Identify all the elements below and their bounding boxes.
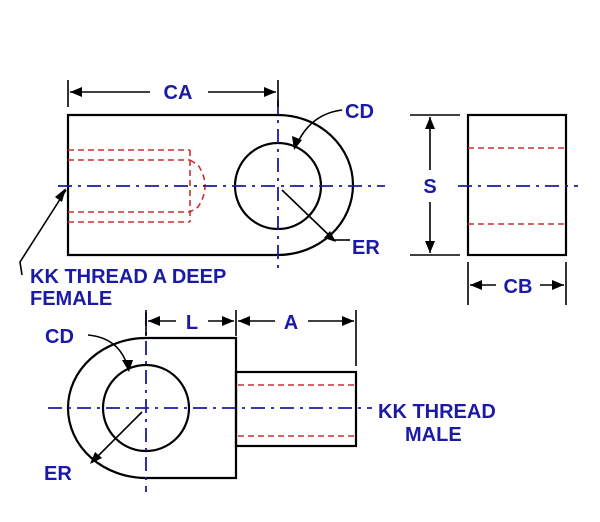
cb-label: CB	[504, 276, 533, 298]
male-threaded-shank	[234, 370, 358, 448]
cd-bottom-label: CD	[45, 326, 74, 348]
er-bottom-label: ER	[44, 463, 72, 485]
cd-top-label: CD	[345, 101, 374, 123]
er-top-leader: ER	[281, 189, 380, 259]
l-a-dimension: L A	[145, 310, 357, 366]
female-clevis-front-view	[58, 100, 385, 268]
male-thread-label-line1: KK THREAD	[378, 401, 496, 423]
a-label: A	[284, 312, 298, 334]
male-eye-outline	[66, 336, 238, 480]
ca-dimension: CA	[67, 80, 279, 107]
cd-top-leader: CD	[292, 101, 374, 150]
ca-label: CA	[164, 82, 193, 104]
female-thread-leader: KK THREAD A DEEP FEMALE	[19, 188, 226, 310]
l-label: L	[186, 312, 198, 334]
er-bottom-leader: ER	[44, 411, 143, 485]
er-top-label: ER	[352, 237, 380, 259]
s-dimension: S	[410, 114, 460, 256]
female-clevis-side-view	[458, 113, 578, 257]
s-label: S	[423, 176, 436, 198]
male-thread-label-line2: MALE	[405, 424, 462, 446]
male-rod-eye-view	[48, 312, 372, 492]
cd-bottom-leader: CD	[45, 326, 133, 372]
female-thread-label-line1: KK THREAD A DEEP	[30, 266, 226, 288]
female-body-outline	[66, 113, 355, 257]
side-view-outline	[466, 113, 568, 257]
cb-dimension: CB	[467, 262, 567, 305]
male-thread-label: KK THREAD MALE	[378, 401, 496, 446]
female-thread-label-line2: FEMALE	[30, 288, 112, 310]
female-drill-point-hidden	[189, 159, 206, 213]
